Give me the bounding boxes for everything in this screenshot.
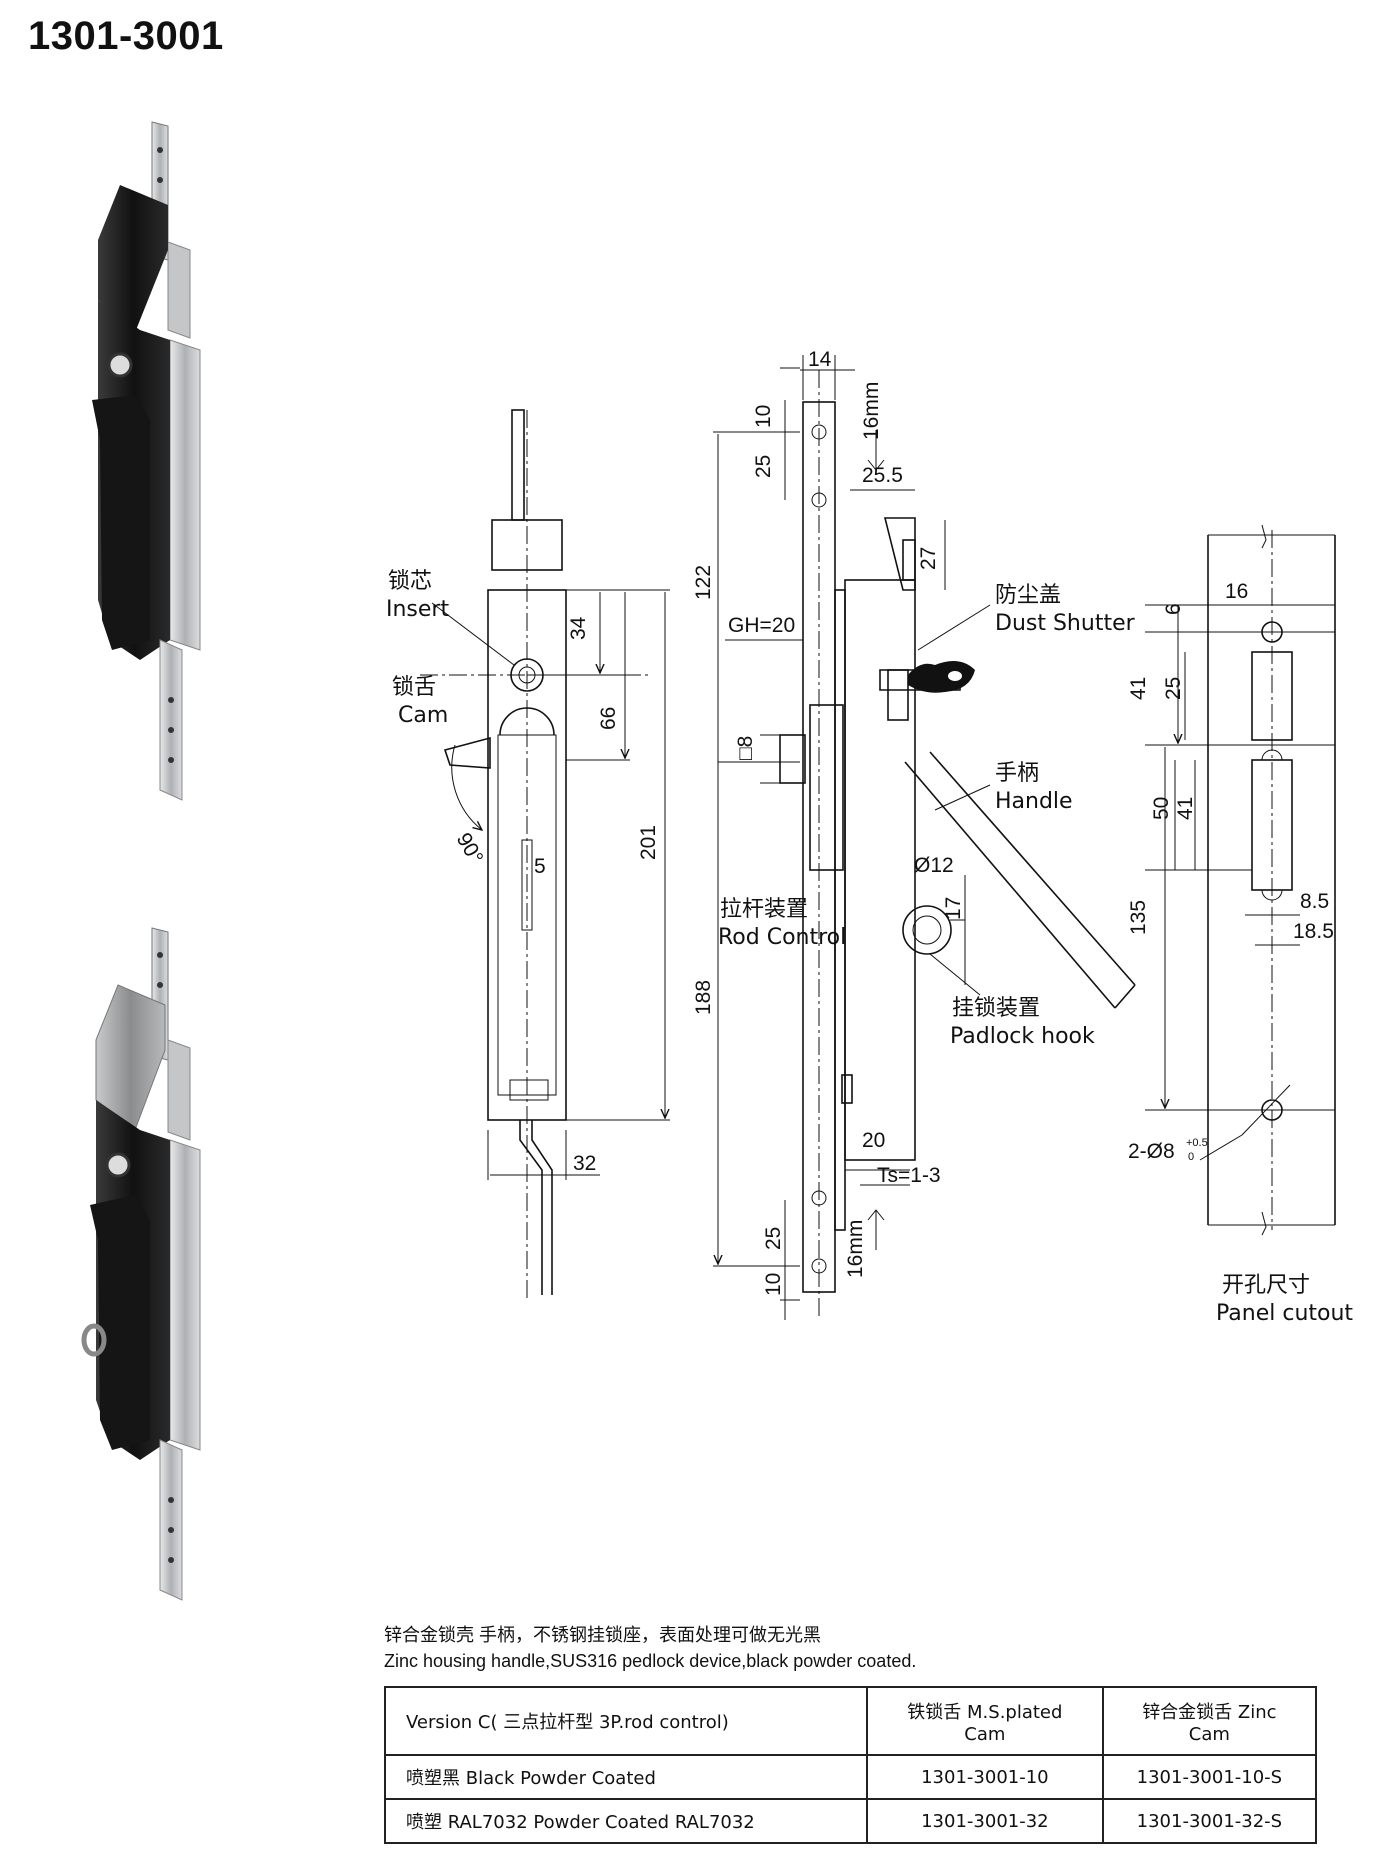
dim-17: 17 [942, 897, 965, 920]
label-dust-en: Dust Shutter [995, 611, 1136, 636]
dim-188: 188 [692, 980, 715, 1015]
dim-66: 66 [597, 707, 620, 730]
dim-25-top: 25 [752, 455, 775, 478]
dim-201: 201 [637, 825, 660, 860]
part-number-table: Version C( 三点拉杆型 3P.rod control) 铁锁舌 M.S… [384, 1686, 1318, 1844]
dim-cutout-41-top: 41 [1127, 677, 1150, 700]
label-cutout-cn: 开孔尺寸 [1222, 1273, 1310, 1298]
dim-cutout-tol-up: +0.5 [1186, 1137, 1208, 1149]
label-insert-cn: 锁芯 [388, 569, 432, 594]
description-cn: 锌合金锁壳 手柄，不锈钢挂锁座，表面处理可做无光黑 [384, 1625, 821, 1645]
dim-34: 34 [567, 616, 590, 640]
side-view-drawing [713, 355, 1136, 1320]
label-handle-cn: 手柄 [995, 761, 1039, 786]
product-code-title: 1301-3001 [28, 14, 224, 58]
table-cell-finish: 喷塑黑 Black Powder Coated [384, 1754, 868, 1800]
table-cell-part-number: 1301-3001-32-S [1101, 1798, 1318, 1844]
dim-diameter-12: Ø12 [914, 854, 954, 877]
table-cell-part-number: 1301-3001-10-S [1101, 1754, 1318, 1800]
label-padlock-cn: 挂锁装置 [952, 996, 1040, 1021]
product-photo-black [92, 121, 201, 801]
dim-16mm-bottom: 16mm [844, 1220, 867, 1278]
dim-cutout-16: 16 [1225, 580, 1248, 603]
dim-10-top: 10 [752, 405, 775, 428]
table-header-zinc-cam: 锌合金锁舌 Zinc Cam [1101, 1686, 1318, 1756]
dim-square-8: □8 [734, 736, 757, 760]
dim-90-deg: 90° [452, 829, 488, 868]
label-dust-cn: 防尘盖 [995, 583, 1061, 608]
table-row: 喷塑 RAL7032 Powder Coated RAL7032 1301-30… [384, 1798, 1318, 1844]
dim-122: 122 [692, 565, 715, 600]
label-insert-en: Insert [386, 597, 449, 622]
table-cell-part-number: 1301-3001-32 [866, 1798, 1104, 1844]
dim-ts: Ts=1-3 [877, 1164, 941, 1187]
dim-10-bottom: 10 [762, 1273, 785, 1296]
label-rod-en: Rod Control [718, 925, 846, 950]
panel-cutout-drawing [1145, 524, 1336, 1236]
dim-cutout-tol-down: 0 [1188, 1151, 1194, 1163]
dim-27: 27 [917, 547, 940, 570]
table-header-row: Version C( 三点拉杆型 3P.rod control) 铁锁舌 M.S… [384, 1686, 1318, 1756]
description-en: Zinc housing handle,SUS316 pedlock devic… [384, 1651, 917, 1671]
dim-cutout-135: 135 [1127, 900, 1150, 935]
dim-16mm-top: 16mm [860, 382, 883, 440]
dim-cutout-18-5: 18.5 [1293, 920, 1334, 943]
front-view-drawing [420, 409, 670, 1300]
dim-14: 14 [808, 348, 832, 371]
dim-cutout-8-5: 8.5 [1300, 890, 1329, 913]
label-handle-en: Handle [995, 789, 1073, 814]
label-cam-cn: 锁舌 [392, 675, 436, 700]
table-cell-part-number: 1301-3001-10 [866, 1754, 1104, 1800]
dim-32: 32 [573, 1152, 596, 1175]
label-cam-en: Cam [398, 703, 448, 728]
dim-cutout-2x-d8: 2-Ø8 [1128, 1140, 1175, 1163]
dim-5: 5 [534, 855, 546, 878]
table-header-ms-cam: 铁锁舌 M.S.plated Cam [866, 1686, 1104, 1756]
dim-cutout-41-bottom: 41 [1174, 797, 1197, 820]
dim-25-bottom: 25 [762, 1227, 785, 1250]
dim-cutout-50: 50 [1150, 797, 1173, 820]
label-rod-cn: 拉杆装置 [720, 897, 808, 922]
product-photo-grey [81, 927, 201, 1601]
table-header-version: Version C( 三点拉杆型 3P.rod control) [384, 1686, 868, 1756]
label-padlock-en: Padlock hook [950, 1024, 1095, 1049]
dim-cutout-6: 6 [1162, 603, 1185, 615]
dim-20: 20 [862, 1129, 885, 1152]
table-cell-finish: 喷塑 RAL7032 Powder Coated RAL7032 [384, 1798, 868, 1844]
dim-gh-20: GH=20 [728, 614, 795, 637]
table-row: 喷塑黑 Black Powder Coated 1301-3001-10 130… [384, 1754, 1318, 1800]
dim-cutout-25: 25 [1162, 677, 1185, 700]
label-cutout-en: Panel cutout [1216, 1301, 1353, 1326]
dim-25-5: 25.5 [862, 464, 903, 487]
